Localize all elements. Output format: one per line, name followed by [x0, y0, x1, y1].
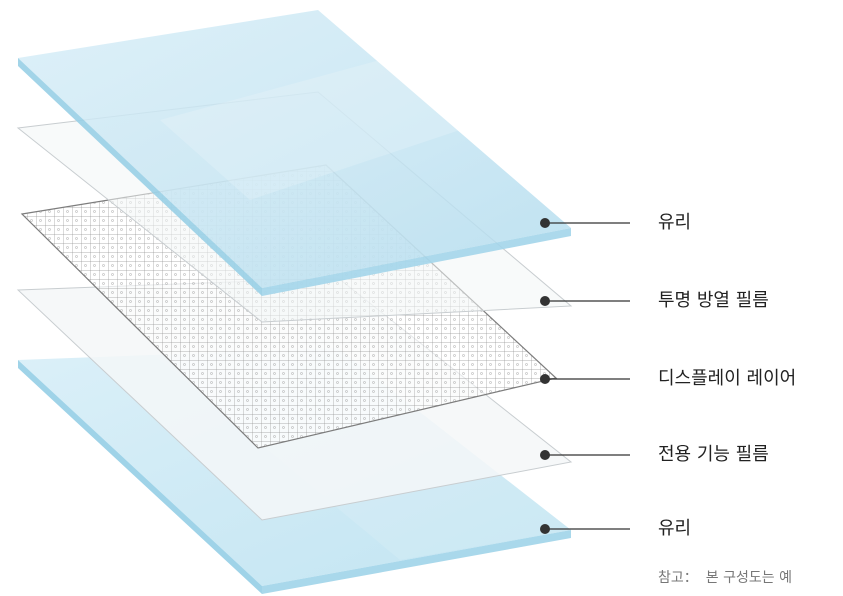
callout-dot [540, 374, 550, 384]
callout-dot [540, 218, 550, 228]
callout-dot [540, 296, 550, 306]
callout-dot [540, 450, 550, 460]
callout-dot [540, 524, 550, 534]
footnote-text: 본 구성도는 예 [705, 570, 792, 586]
layer-label-heat-film: 투명 방열 필름 [658, 290, 769, 311]
top-glass-layer [18, 10, 571, 296]
layer-label-bottom-glass: 유리 [658, 518, 692, 539]
layer-label-top-glass: 유리 [658, 212, 692, 233]
layer-label-functional-film: 전용 기능 필름 [658, 444, 769, 465]
footnote-prefix: 참고： [658, 570, 698, 586]
footnote: 참고： 본 구성도는 예 [658, 569, 792, 587]
layer-label-display-layer: 디스플레이 레이어 [658, 368, 797, 389]
leader-lines [540, 218, 630, 534]
